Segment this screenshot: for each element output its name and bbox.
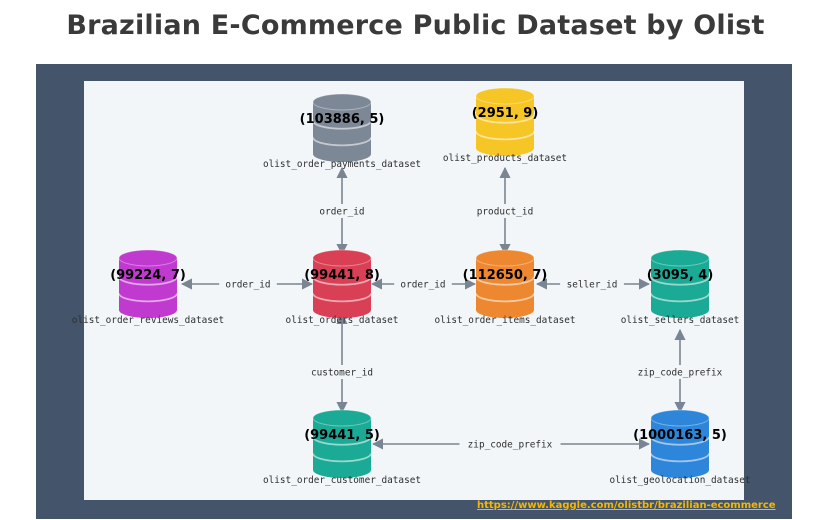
cylinder-top <box>475 87 535 105</box>
edge-label: order_id <box>400 280 445 291</box>
cylinder-ring <box>650 453 710 463</box>
cylinder-ring <box>312 276 372 286</box>
edge-orders-customers: customer_id <box>303 312 381 414</box>
dataset-shape: (103886, 5) <box>300 112 385 127</box>
node-payments[interactable]: (103886, 5) olist_order_payments_dataset <box>263 93 421 170</box>
edge-label-bg <box>303 365 381 379</box>
cylinder-ring <box>312 436 372 446</box>
edge-label: product_id <box>477 207 533 218</box>
node-items[interactable]: (112650, 7) olist_order_items_dataset <box>434 249 576 326</box>
edge-sellers-geo: zip_code_prefix <box>629 328 731 414</box>
database-icon <box>476 258 534 318</box>
cylinder-ring <box>312 120 372 130</box>
node-sellers[interactable]: (3095, 4) olist_sellers_dataset <box>621 249 740 326</box>
edge-label: seller_id <box>567 280 618 291</box>
node-geo[interactable]: (1000163, 5) olist_geolocation_dataset <box>609 409 751 486</box>
edge-items-sellers: seller_id <box>535 277 651 291</box>
dataset-name: olist_orders_dataset <box>286 315 399 326</box>
edge-label: order_id <box>225 280 270 291</box>
edge-customers-geo: zip_code_prefix <box>371 437 651 451</box>
edge-label: zip_code_prefix <box>468 440 553 451</box>
node-products[interactable]: (2951, 9) olist_products_dataset <box>443 87 567 164</box>
dataset-shape: (99441, 8) <box>304 268 380 283</box>
cylinder-top <box>650 249 710 267</box>
cylinder-ring <box>650 436 710 446</box>
source-link[interactable]: https://www.kaggle.com/olistbr/brazilian… <box>477 500 776 511</box>
cylinder-ring <box>650 293 710 303</box>
diagram-title: Brazilian E-Commerce Public Dataset by O… <box>66 10 765 41</box>
database-icon <box>313 418 371 478</box>
cylinder-ring <box>475 276 535 286</box>
edge-label-bg <box>470 204 540 218</box>
cylinder-ring <box>312 293 372 303</box>
database-icon <box>313 102 371 162</box>
dataset-name: olist_order_customer_dataset <box>263 475 421 486</box>
node-reviews[interactable]: (99224, 7) olist_order_reviews_dataset <box>72 249 224 326</box>
cylinder-ring <box>475 293 535 303</box>
dataset-shape: (3095, 4) <box>647 268 714 283</box>
database-icon <box>651 258 709 318</box>
edge-label-bg <box>219 277 277 291</box>
cylinder-ring <box>118 293 178 303</box>
edge-label: order_id <box>319 207 364 218</box>
cylinder-ring <box>312 137 372 147</box>
cylinder-top <box>475 249 535 267</box>
edge-orders-items: order_id <box>370 277 477 291</box>
edge-label-bg <box>629 365 731 379</box>
edge-orders-payments: order_id <box>313 166 371 256</box>
cylinder-top <box>312 249 372 267</box>
dataset-shape: (1000163, 5) <box>633 428 727 443</box>
edge-label: zip_code_prefix <box>638 368 723 379</box>
edge-reviews-orders: order_id <box>180 277 314 291</box>
node-customers[interactable]: (99441, 5) olist_order_customer_dataset <box>263 409 421 486</box>
edge-label-bg <box>560 277 624 291</box>
dataset-name: olist_order_items_dataset <box>434 315 575 326</box>
dataset-shape: (2951, 9) <box>472 106 539 121</box>
node-orders[interactable]: (99441, 8) olist_orders_dataset <box>286 249 399 326</box>
edge-items-products: product_id <box>470 166 540 256</box>
cylinder-ring <box>475 114 535 124</box>
dataset-name: olist_order_reviews_dataset <box>72 315 224 326</box>
cylinder-ring <box>312 453 372 463</box>
edge-label-bg <box>459 437 561 451</box>
dataset-shape: (99224, 7) <box>110 268 186 283</box>
edge-label-bg <box>313 204 371 218</box>
edge-label-bg <box>394 277 452 291</box>
cylinder-top <box>312 93 372 111</box>
dataset-name: olist_products_dataset <box>443 153 567 164</box>
dataset-shape: (99441, 5) <box>304 428 380 443</box>
cylinder-ring <box>650 276 710 286</box>
cylinder-ring <box>118 276 178 286</box>
cylinder-ring <box>475 131 535 141</box>
edge-label: customer_id <box>311 368 373 379</box>
cylinder-top <box>312 409 372 427</box>
cylinder-top <box>650 409 710 427</box>
dataset-name: olist_order_payments_dataset <box>263 159 421 170</box>
cylinder-top <box>118 249 178 267</box>
dataset-name: olist_geolocation_dataset <box>609 475 750 486</box>
dataset-shape: (112650, 7) <box>463 268 548 283</box>
dataset-name: olist_sellers_dataset <box>621 315 740 326</box>
database-icon <box>651 418 709 478</box>
database-icon <box>476 96 534 156</box>
database-icon <box>313 258 371 318</box>
database-icon <box>119 258 177 318</box>
